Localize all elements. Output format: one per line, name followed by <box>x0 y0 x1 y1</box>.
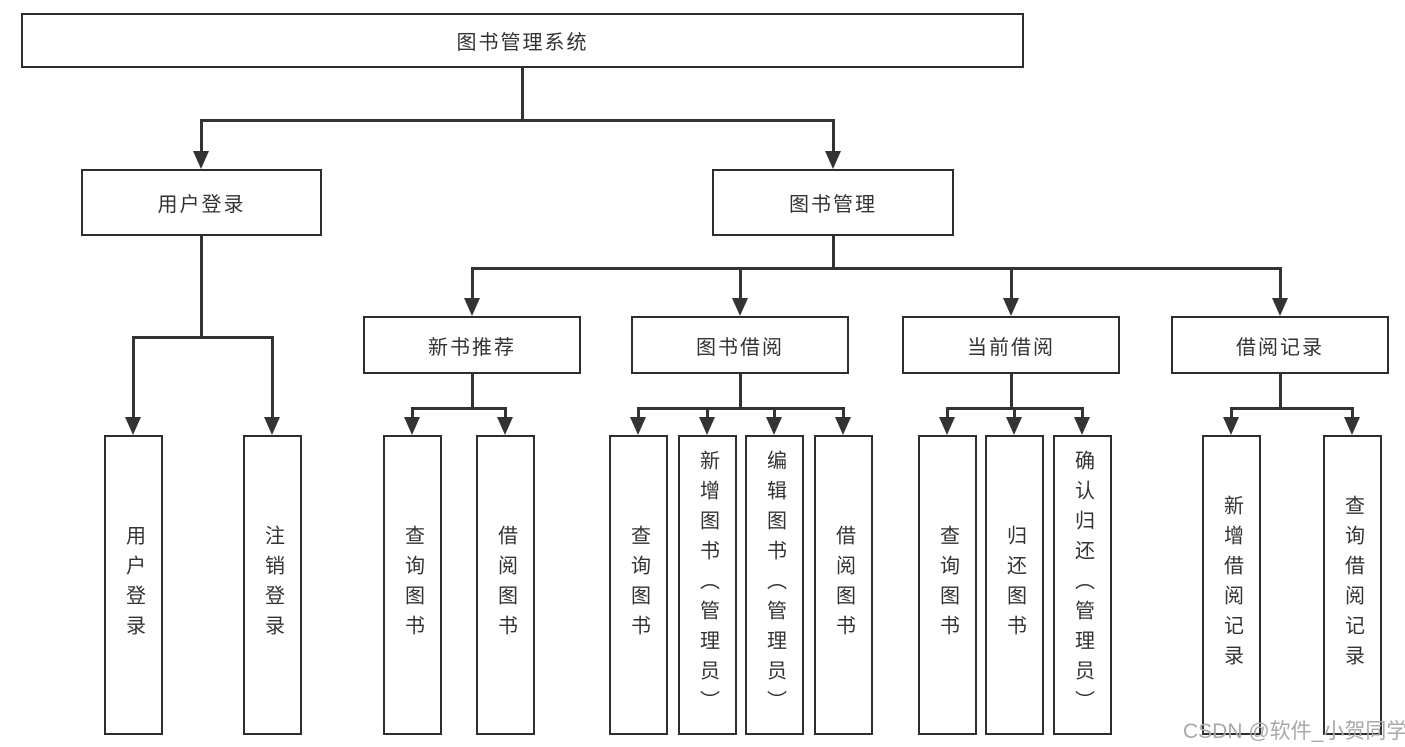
leaf-user-login: 用户登录 <box>104 435 163 735</box>
node-new-book-recommend-label: 新书推荐 <box>428 336 516 359</box>
leaf-add-books-admin-label: 新增图书（管理员） <box>696 450 719 720</box>
connector-line <box>521 68 524 120</box>
arrow-down-icon <box>497 417 513 435</box>
arrow-down-icon <box>835 417 851 435</box>
node-borrow-records-label: 借阅记录 <box>1236 336 1324 359</box>
connector-line <box>271 336 274 418</box>
leaf-confirm-return-admin: 确认归还（管理员） <box>1053 435 1112 735</box>
connector-line <box>132 336 273 339</box>
connector-line <box>1279 374 1282 409</box>
leaf-logout: 注销登录 <box>243 435 302 735</box>
node-book-management-label: 图书管理 <box>789 194 877 216</box>
arrow-down-icon <box>264 417 280 435</box>
leaf-recommend-borrow-books-label: 借阅图书 <box>494 525 517 645</box>
leaf-edit-books-admin: 编辑图书（管理员） <box>745 435 804 735</box>
connector-line <box>1013 407 1016 418</box>
arrow-down-icon <box>630 417 646 435</box>
arrow-down-icon <box>1003 298 1019 316</box>
connector-line <box>200 119 833 122</box>
connector-line <box>637 407 640 418</box>
node-user-login-label: 用户登录 <box>157 194 246 216</box>
connector-line <box>1010 267 1013 299</box>
leaf-logout-label: 注销登录 <box>261 525 284 645</box>
node-book-borrow: 图书借阅 <box>631 316 849 374</box>
leaf-add-books-admin: 新增图书（管理员） <box>678 435 737 735</box>
connector-line <box>1081 407 1084 418</box>
connector-line <box>471 374 474 409</box>
connector-line <box>411 407 414 418</box>
connector-line <box>946 407 949 418</box>
node-new-book-recommend: 新书推荐 <box>363 316 581 374</box>
leaf-recommend-borrow-books: 借阅图书 <box>476 435 535 735</box>
connector-line <box>739 267 742 299</box>
arrow-down-icon <box>1344 417 1360 435</box>
connector-line <box>773 407 776 418</box>
connector-line <box>132 336 135 418</box>
connector-line <box>471 267 1281 270</box>
connector-line <box>1230 407 1353 410</box>
connector-line <box>706 407 709 418</box>
leaf-return-books: 归还图书 <box>985 435 1044 735</box>
leaf-current-query-books: 查询图书 <box>918 435 977 735</box>
arrow-down-icon <box>1074 417 1090 435</box>
connector-line <box>1230 407 1233 418</box>
connector-line <box>1351 407 1354 418</box>
node-borrow-records: 借阅记录 <box>1171 316 1389 374</box>
arrow-down-icon <box>1223 417 1239 435</box>
arrow-down-icon <box>699 417 715 435</box>
leaf-return-books-label: 归还图书 <box>1003 525 1026 645</box>
leaf-current-query-books-label: 查询图书 <box>936 525 959 645</box>
leaf-borrow-books-label: 借阅图书 <box>832 525 855 645</box>
leaf-borrow-books: 借阅图书 <box>814 435 873 735</box>
leaf-borrow-query-books-label: 查询图书 <box>627 525 650 645</box>
connector-line <box>832 119 835 153</box>
arrow-down-icon <box>732 298 748 316</box>
connector-line <box>832 236 835 269</box>
arrow-down-icon <box>193 151 209 169</box>
connector-line <box>471 267 474 299</box>
root-node: 图书管理系统 <box>21 13 1024 68</box>
arrow-down-icon <box>766 417 782 435</box>
arrow-down-icon <box>404 417 420 435</box>
leaf-confirm-return-admin-label: 确认归还（管理员） <box>1071 450 1094 720</box>
connector-line <box>842 407 845 418</box>
arrow-down-icon <box>464 298 480 316</box>
connector-line <box>200 119 203 153</box>
leaf-add-borrow-record: 新增借阅记录 <box>1202 435 1261 735</box>
leaf-recommend-query-books: 查询图书 <box>383 435 442 735</box>
arrow-down-icon <box>1006 417 1022 435</box>
node-user-login: 用户登录 <box>81 169 322 236</box>
arrow-down-icon <box>1272 298 1288 316</box>
arrow-down-icon <box>939 417 955 435</box>
connector-line <box>1010 374 1013 409</box>
node-current-borrow-label: 当前借阅 <box>967 336 1055 359</box>
arrow-down-icon <box>125 417 141 435</box>
connector-line <box>739 374 742 409</box>
arrow-down-icon <box>825 151 841 169</box>
leaf-recommend-query-books-label: 查询图书 <box>401 525 424 645</box>
node-book-borrow-label: 图书借阅 <box>696 336 784 359</box>
leaf-edit-books-admin-label: 编辑图书（管理员） <box>763 450 786 720</box>
leaf-query-borrow-record-label: 查询借阅记录 <box>1341 495 1364 675</box>
connector-line <box>637 407 844 410</box>
connector-line <box>504 407 507 418</box>
leaf-borrow-query-books: 查询图书 <box>609 435 668 735</box>
connector-line <box>200 236 203 337</box>
root-node-label: 图书管理系统 <box>456 32 589 54</box>
csdn-watermark: CSDN @软件_小贺同学 <box>1183 720 1405 743</box>
node-current-borrow: 当前借阅 <box>902 316 1120 374</box>
connector-line <box>411 407 507 410</box>
node-book-management: 图书管理 <box>712 169 954 236</box>
leaf-user-login-label: 用户登录 <box>122 525 145 645</box>
connector-line <box>1279 267 1282 299</box>
leaf-add-borrow-record-label: 新增借阅记录 <box>1220 495 1243 675</box>
leaf-query-borrow-record: 查询借阅记录 <box>1323 435 1382 735</box>
